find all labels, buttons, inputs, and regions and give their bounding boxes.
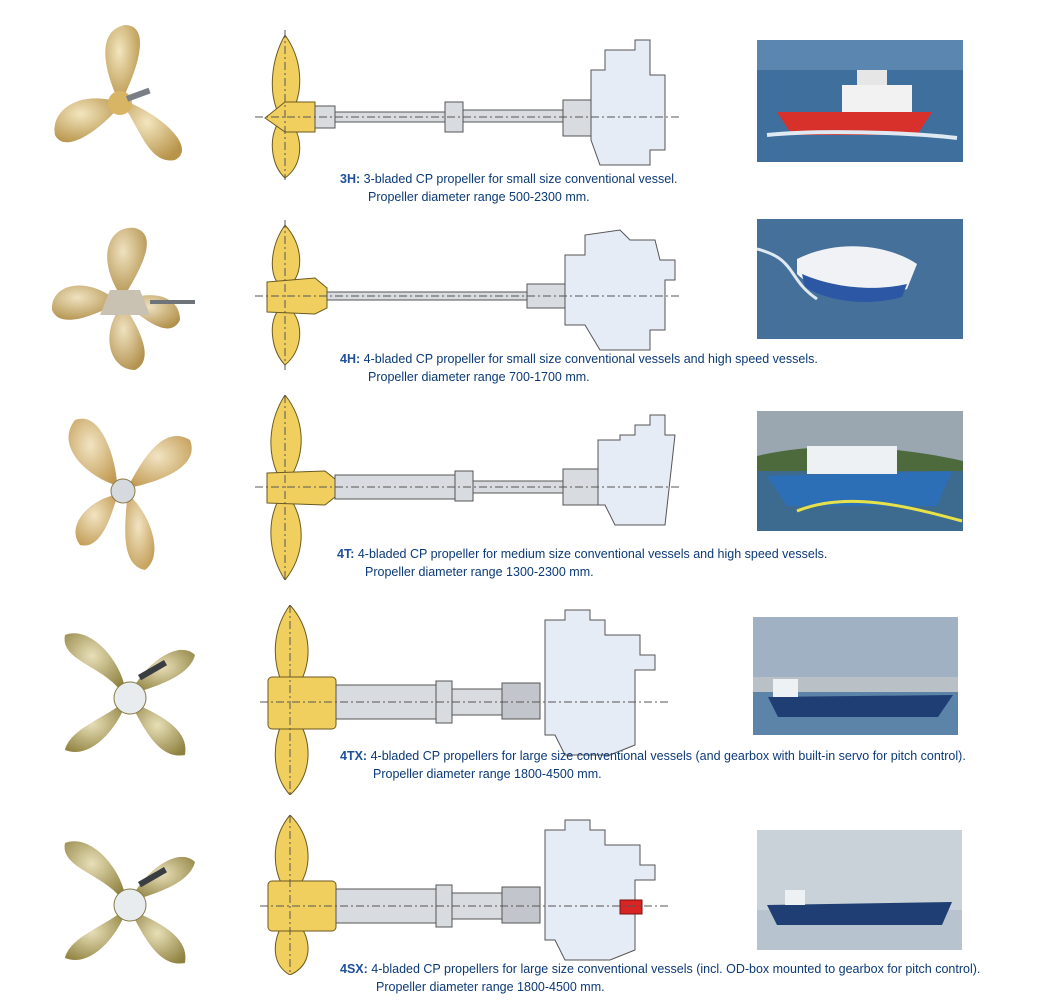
product-code: 4SX:: [340, 962, 368, 976]
propeller-3-blade-photo: [54, 25, 183, 161]
cargo-ship-photo: [757, 830, 962, 950]
product-code: 4H:: [340, 352, 361, 366]
4tx-propulsion-diagram: [260, 605, 670, 795]
caption-4t: 4T: 4-bladed CP propeller for medium siz…: [337, 545, 827, 581]
propeller-4-blade-skewed-photo: [64, 841, 195, 964]
4t-propulsion-diagram: [255, 395, 680, 580]
propeller-4-blade-skewed-photo: [64, 633, 195, 756]
small-workboat-photo: [757, 40, 963, 162]
diameter-range: Propeller diameter range 1800-4500 mm.: [376, 980, 605, 994]
caption-4tx: 4TX: 4-bladed CP propellers for large si…: [340, 747, 966, 783]
propeller-4-blade-photo: [51, 227, 195, 370]
4h-propulsion-diagram: [255, 220, 680, 370]
3h-propulsion-diagram: [255, 30, 680, 180]
diameter-range: Propeller diameter range 500-2300 mm.: [368, 190, 590, 204]
4sx-propulsion-diagram: [260, 815, 670, 975]
product-row-3h: 3H: 3-bladed CP propeller for small size…: [0, 0, 1056, 210]
catamaran-photo: [757, 219, 963, 339]
product-row-4h: 4H: 4-bladed CP propeller for small size…: [0, 210, 1056, 390]
diameter-range: Propeller diameter range 700-1700 mm.: [368, 370, 590, 384]
caption-3h: 3H: 3-bladed CP propeller for small size…: [340, 170, 677, 206]
caption-4h: 4H: 4-bladed CP propeller for small size…: [340, 350, 818, 386]
product-description: 4-bladed CP propeller for small size con…: [363, 352, 818, 366]
product-code: 4T:: [337, 547, 355, 561]
fishing-vessel-photo: [757, 411, 963, 531]
product-row-4sx: 4SX: 4-bladed CP propellers for large si…: [0, 810, 1056, 1007]
product-row-4t: 4T: 4-bladed CP propeller for medium siz…: [0, 390, 1056, 595]
caption-4sx: 4SX: 4-bladed CP propellers for large si…: [340, 960, 980, 996]
product-description: 4-bladed CP propellers for large size co…: [371, 962, 981, 976]
diameter-range: Propeller diameter range 1300-2300 mm.: [365, 565, 594, 579]
diameter-range: Propeller diameter range 1800-4500 mm.: [373, 767, 602, 781]
product-description: 4-bladed CP propellers for large size co…: [370, 749, 966, 763]
product-description: 3-bladed CP propeller for small size con…: [363, 172, 678, 186]
product-code: 3H:: [340, 172, 361, 186]
product-description: 4-bladed CP propeller for medium size co…: [357, 547, 828, 561]
propeller-4-blade-photo: [68, 418, 192, 570]
product-code: 4TX:: [340, 749, 368, 763]
cargo-ship-photo: [753, 617, 958, 735]
product-row-4tx: 4TX: 4-bladed CP propellers for large si…: [0, 595, 1056, 810]
